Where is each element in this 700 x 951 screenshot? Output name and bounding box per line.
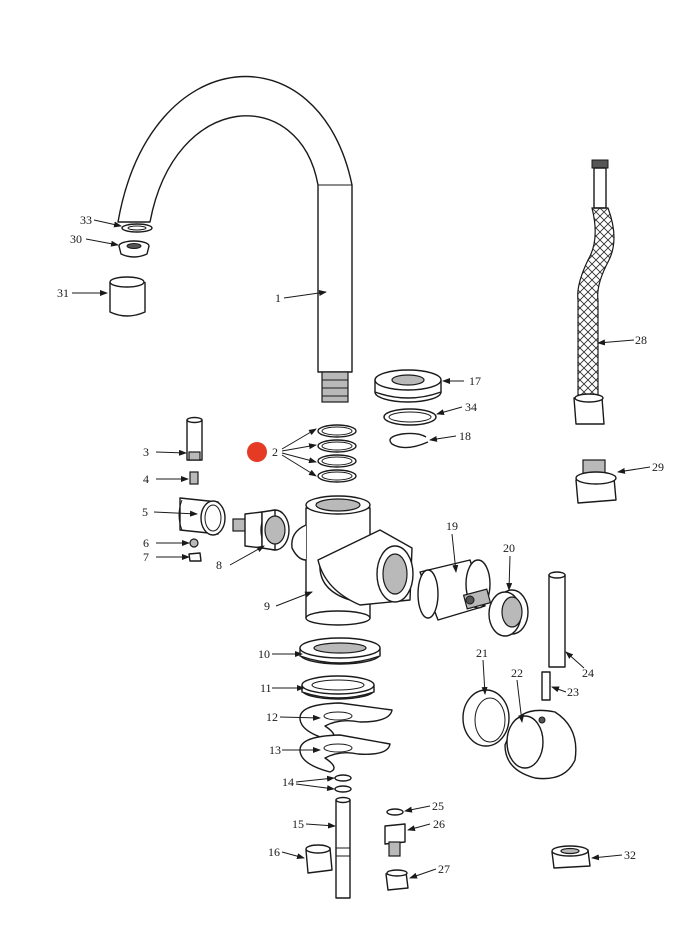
label-part-18: 18 (459, 429, 471, 443)
threaded-stud-part-15 (335, 796, 351, 899)
label-part-6: 6 (143, 536, 149, 550)
label-part-32: 32 (624, 848, 636, 862)
label-part-31: 31 (57, 286, 69, 300)
label-part-26: 26 (433, 817, 445, 831)
hex-fitting-part-29 (575, 459, 617, 504)
small-washers-part-14 (334, 774, 352, 793)
label-part-3: 3 (143, 445, 149, 459)
label-part-11: 11 (260, 681, 272, 695)
label-part-21: 21 (476, 646, 488, 660)
flat-nut-part-32 (551, 845, 591, 869)
flex-hose-part-28 (573, 159, 615, 425)
grub-screw-part-4 (189, 471, 199, 485)
handle-knob-part-22 (504, 709, 577, 780)
retaining-clip-part-18 (389, 432, 429, 449)
body-part-9 (291, 495, 414, 626)
label-part-13: 13 (269, 743, 281, 757)
label-part-27: 27 (438, 862, 450, 876)
cartridge-part-8 (232, 509, 290, 551)
label-part-23: 23 (567, 685, 579, 699)
clip-part-7 (188, 552, 202, 562)
sleeve-part-5 (178, 497, 226, 536)
label-part-28: 28 (635, 333, 647, 347)
aerator-washer-part-33 (121, 223, 153, 233)
hex-nut-part-16 (305, 844, 333, 874)
aerator-insert-part-30 (118, 240, 150, 258)
cap-nut-part-27 (385, 869, 409, 891)
label-part-19: 19 (446, 519, 458, 533)
valve-part-19 (417, 559, 492, 621)
label-part-10: 10 (258, 647, 270, 661)
label-part-25: 25 (432, 799, 444, 813)
label-part-16: 16 (268, 845, 280, 859)
label-part-12: 12 (266, 710, 278, 724)
top-collar-part-17 (374, 369, 442, 403)
seal-ring-part-34 (383, 408, 437, 426)
label-part-1: 1 (275, 291, 281, 305)
washer-part-25 (386, 808, 404, 816)
label-part-7: 7 (143, 550, 149, 564)
collar-part-20 (488, 589, 529, 637)
connector-part-26 (384, 823, 406, 857)
label-part-5: 5 (142, 505, 148, 519)
leader-lines (72, 219, 651, 879)
gasket-part-11 (301, 675, 375, 700)
label-part-22: 22 (511, 666, 523, 680)
label-part-9: 9 (264, 599, 270, 613)
label-part-34: 34 (465, 400, 477, 414)
label-part-30: 30 (70, 232, 82, 246)
label-part-20: 20 (503, 541, 515, 555)
label-part-17: 17 (469, 374, 481, 388)
label-part-2: 2 (272, 445, 278, 459)
nut-part-6 (189, 538, 199, 548)
label-part-24: 24 (582, 666, 594, 680)
spout-part-1 (117, 75, 353, 403)
part-labels: 1 2 3 4 5 6 7 8 9 10 11 12 13 14 15 16 1… (57, 213, 664, 876)
lever-pin-part-23 (541, 671, 551, 701)
horseshoe-washer-part-13 (299, 734, 391, 773)
label-part-8: 8 (216, 558, 222, 572)
label-part-29: 29 (652, 460, 664, 474)
highlight-marker (247, 442, 267, 462)
label-part-14: 14 (282, 775, 294, 789)
label-part-4: 4 (143, 472, 149, 486)
handle-ring-part-21 (462, 689, 510, 747)
base-ring-part-10 (299, 637, 381, 665)
pin-part-3 (186, 416, 203, 461)
lever-part-24 (548, 571, 566, 668)
label-part-15: 15 (292, 817, 304, 831)
label-part-33: 33 (80, 213, 92, 227)
horseshoe-washer-part-12 (299, 702, 393, 741)
aerator-housing-part-31 (109, 276, 146, 317)
o-rings-part-2 (317, 424, 357, 483)
